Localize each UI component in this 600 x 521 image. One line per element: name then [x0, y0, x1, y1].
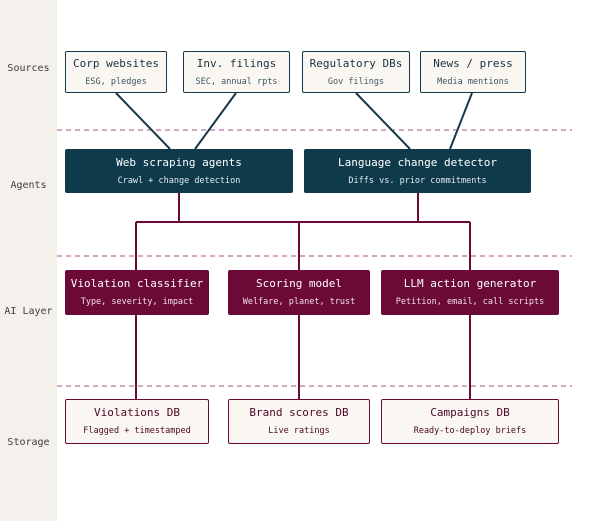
source-news-press[interactable]: News / press Media mentions	[420, 51, 526, 93]
agent-title: Language change detector	[338, 155, 497, 169]
connector-news-to-detector	[449, 92, 473, 150]
source-subtitle: ESG, pledges	[85, 76, 147, 87]
layer-label-storage: Storage	[7, 437, 50, 448]
source-subtitle: Gov filings	[327, 76, 385, 87]
source-corp-websites[interactable]: Corp websites ESG, pledges	[65, 51, 167, 93]
agent-language-change-detector[interactable]: Language change detector Diffs vs. prior…	[304, 149, 531, 193]
source-subtitle: Media mentions	[437, 76, 509, 87]
ai-subtitle: Petition, email, call scripts	[395, 297, 545, 307]
connector-corp-to-scraping	[115, 92, 171, 150]
agent-title: Web scraping agents	[116, 155, 242, 169]
ai-title: Violation classifier	[70, 277, 204, 290]
storage-subtitle: Flagged + timestamped	[83, 426, 191, 436]
agent-subtitle: Crawl + change detection	[117, 175, 241, 186]
connector-filings-to-scraping	[194, 92, 237, 150]
storage-title: Campaigns DB	[430, 406, 510, 419]
layer-label-agents: Agents	[10, 180, 47, 191]
storage-campaigns-db[interactable]: Campaigns DB Ready-to-deploy briefs	[381, 399, 559, 444]
layer-label-ai: AI Layer	[4, 306, 53, 317]
ai-subtitle: Type, severity, impact	[80, 297, 194, 307]
source-regulatory-dbs[interactable]: Regulatory DBs Gov filings	[302, 51, 410, 93]
connector-agents-to-ai	[135, 193, 471, 270]
ai-title: LLM action generator	[403, 277, 537, 290]
storage-subtitle: Live ratings	[268, 426, 330, 436]
storage-brand-scores-db[interactable]: Brand scores DB Live ratings	[228, 399, 370, 444]
agent-web-scraping[interactable]: Web scraping agents Crawl + change detec…	[65, 149, 293, 193]
layer-sidebar	[0, 0, 57, 521]
ai-subtitle: Welfare, planet, trust	[242, 297, 356, 307]
agent-subtitle: Diffs vs. prior commitments	[348, 175, 487, 186]
storage-title: Violations DB	[93, 406, 181, 419]
connector-ai-to-storage	[135, 315, 471, 399]
source-subtitle: SEC, annual rpts	[195, 76, 278, 87]
source-title: Corp websites	[72, 56, 160, 70]
storage-subtitle: Ready-to-deploy briefs	[413, 426, 527, 436]
connector-regulatory-to-detector	[355, 92, 411, 150]
ai-title: Scoring model	[255, 277, 343, 290]
source-title: News / press	[433, 56, 513, 70]
ai-llm-action-generator[interactable]: LLM action generator Petition, email, ca…	[381, 270, 559, 315]
layer-label-sources: Sources	[7, 63, 50, 74]
ai-violation-classifier[interactable]: Violation classifier Type, severity, imp…	[65, 270, 209, 315]
storage-title: Brand scores DB	[249, 406, 349, 419]
ai-scoring-model[interactable]: Scoring model Welfare, planet, trust	[228, 270, 370, 315]
storage-violations-db[interactable]: Violations DB Flagged + timestamped	[65, 399, 209, 444]
source-title: Regulatory DBs	[309, 56, 403, 70]
source-inv-filings[interactable]: Inv. filings SEC, annual rpts	[183, 51, 290, 93]
source-title: Inv. filings	[196, 56, 277, 70]
